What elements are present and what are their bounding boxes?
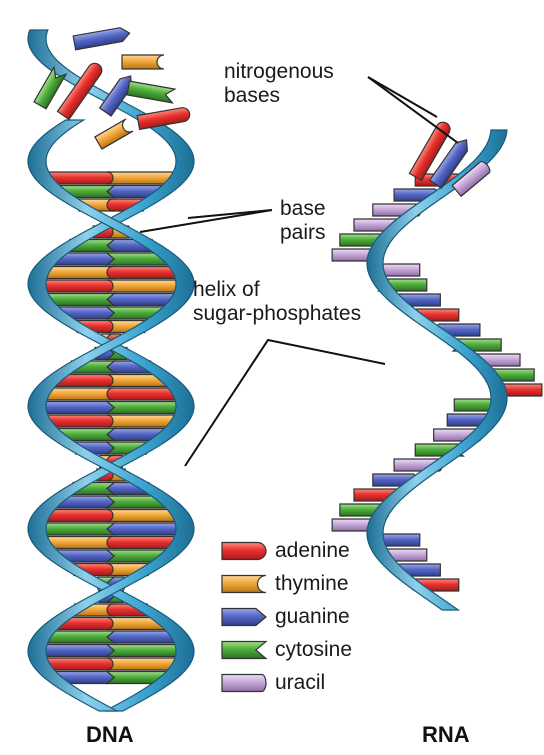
loose-cytosine [127,81,175,103]
adenine-shape [222,543,266,560]
thymine-shape [222,576,266,593]
thymine-base [95,119,133,149]
pointer-nitrogenous-1 [368,77,437,117]
loose-guanine [73,26,131,50]
cytosine-base [222,642,266,659]
label-helix-line1: helix of [193,278,361,302]
legend-label-guanine: guanine [275,605,350,629]
title-rna: RNA [422,722,470,748]
label-helix-line2: sugar-phosphates [193,302,361,326]
cytosine-shape [37,523,115,535]
label-nitrogenous-line1: nitrogenous [224,60,334,84]
adenine-base [222,543,266,560]
guanine-base [73,26,131,50]
guanine-shape [222,609,266,626]
loose-thymine [122,55,164,69]
guanine-icon [222,609,266,626]
adenine-shape [37,280,115,292]
legend-icons [222,543,266,692]
guanine-shape [73,26,131,50]
pointer-base-pairs-2 [140,210,272,232]
thymine-base [122,55,164,69]
cytosine-shape [127,81,175,103]
cytosine-shape [222,642,266,659]
legend-label-thymine: thymine [275,572,349,596]
uracil-shape [222,675,266,692]
label-base-pairs-line1: base [280,197,326,221]
uracil-icon [222,675,266,692]
guanine-shape [107,523,185,535]
thymine-shape [95,119,133,149]
thymine-icon [222,576,266,593]
guanine-base [37,402,115,414]
guanine-base [107,523,185,535]
legend-label-cytosine: cytosine [275,638,352,662]
pointer-nitrogenous-2 [368,77,458,143]
thymine-shape [107,280,185,292]
cytosine-base [107,645,185,657]
guanine-base [37,645,115,657]
title-dna: DNA [86,722,134,748]
adenine-base [37,280,115,292]
thymine-base [222,576,266,593]
thymine-shape [122,55,164,69]
label-nitrogenous-line2: bases [224,84,334,108]
label-helix-sugar-phosphates: helix of sugar-phosphates [193,278,361,326]
cytosine-shape [107,645,185,657]
cytosine-base [107,402,185,414]
guanine-shape [37,402,115,414]
label-nitrogenous-bases: nitrogenous bases [224,60,334,108]
cytosine-icon [222,642,266,659]
guanine-shape [37,645,115,657]
cytosine-base [127,81,175,103]
legend-label-adenine: adenine [275,539,350,563]
cytosine-shape [107,402,185,414]
guanine-base [222,609,266,626]
rna-helix [332,120,542,610]
adenine-icon [222,543,266,560]
thymine-base [107,280,185,292]
label-base-pairs-line2: pairs [280,221,326,245]
label-base-pairs: base pairs [280,197,326,245]
cytosine-base [37,523,115,535]
uracil-base [222,675,266,692]
legend-label-uracil: uracil [275,671,325,695]
pointer-helix [185,340,385,466]
loose-thymine [95,119,133,149]
